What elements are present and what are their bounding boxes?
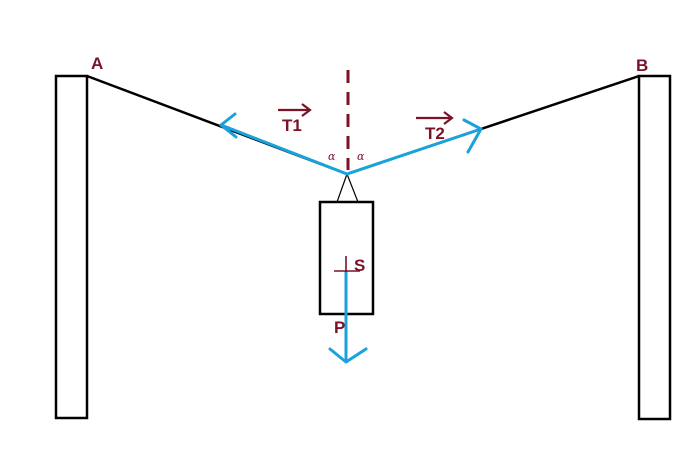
weight-vector-p (328, 270, 368, 364)
center-of-mass-marker (334, 256, 360, 272)
point-b-label: B (636, 56, 648, 75)
right-pillar (637, 74, 672, 421)
t1-label: T1 (282, 116, 302, 135)
angle-right-label: α (357, 150, 365, 163)
t1-vector-arrow (278, 103, 312, 117)
weight-label: P (334, 318, 345, 337)
tension-vector-t2 (345, 118, 483, 176)
hook (336, 172, 359, 203)
t2-vector-arrow (416, 111, 454, 125)
left-pillar (54, 74, 89, 420)
point-a-label: A (91, 54, 103, 73)
angle-left-label: α (328, 150, 336, 163)
center-of-mass-label: S (354, 256, 365, 275)
t2-label: T2 (425, 124, 445, 143)
tension-vector-t1 (219, 112, 349, 176)
